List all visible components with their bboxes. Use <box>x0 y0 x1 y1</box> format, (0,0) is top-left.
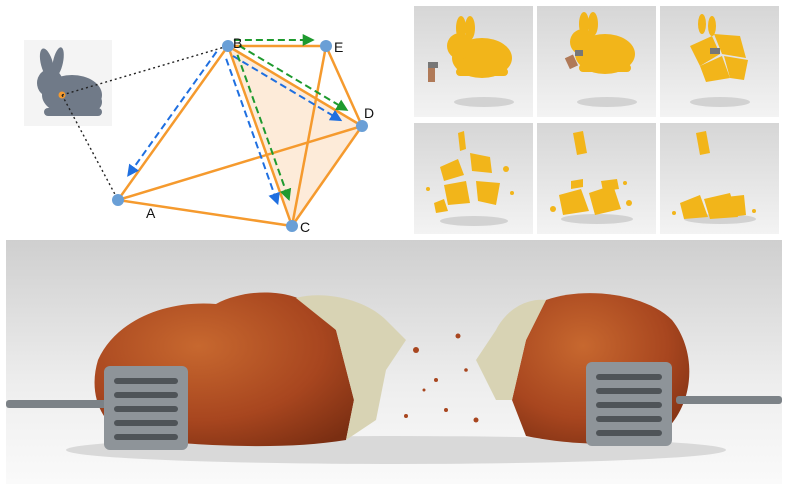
bread-tearing-render <box>6 240 782 484</box>
graph-diagram: A B C D E <box>0 0 410 238</box>
graph-svg: A B C D E <box>24 34 374 235</box>
fracture-sequence <box>414 6 786 234</box>
node-E <box>320 40 332 52</box>
edge-CE <box>290 45 328 227</box>
blue-arrow-BC <box>225 58 280 206</box>
frame-2-image <box>537 6 656 117</box>
node-label-C: C <box>300 219 310 235</box>
edge-AB <box>116 45 230 201</box>
edge-CD <box>290 125 364 227</box>
frame-6 <box>660 123 779 234</box>
node-D <box>356 120 368 132</box>
crumb-debris <box>404 333 479 423</box>
frame-3-image <box>660 6 779 117</box>
blue-arrow-BA <box>127 51 218 177</box>
node-label-B: B <box>233 35 242 51</box>
edge-ED <box>324 45 364 127</box>
node-label-E: E <box>334 39 343 55</box>
node-label-A: A <box>146 205 156 221</box>
node-B <box>222 40 234 52</box>
node-label-D: D <box>364 105 374 121</box>
connector-line-b <box>61 45 229 96</box>
edge-AC <box>117 198 293 228</box>
green-arrow-BC <box>236 54 292 202</box>
green-arrow-BD <box>238 44 349 111</box>
frame-3 <box>660 6 779 117</box>
node-C <box>286 220 298 232</box>
bread-image <box>6 240 782 484</box>
frame-4-image <box>414 123 533 234</box>
left-spatula <box>6 366 188 450</box>
right-spatula <box>586 362 782 446</box>
frame-6-image <box>660 123 779 234</box>
graph-labels: A B C D E <box>146 35 374 235</box>
graph-faces <box>228 46 362 226</box>
frame-2 <box>537 6 656 117</box>
bunny-thumbnail <box>24 40 112 126</box>
frame-5-image <box>537 123 656 234</box>
edge-AD <box>117 124 363 202</box>
frame-4 <box>414 123 533 234</box>
hammer-icon <box>428 62 438 68</box>
graph-nodes <box>112 40 368 232</box>
node-A <box>112 194 124 206</box>
blue-arrow-BD <box>232 55 343 122</box>
highlighted-face <box>228 46 362 226</box>
bread-right-crumb <box>476 299 546 400</box>
frame-5 <box>537 123 656 234</box>
frame-1-image <box>414 6 533 117</box>
bread-left-crumb <box>296 295 406 440</box>
frame-1 <box>414 6 533 117</box>
graph-arrows <box>127 34 349 206</box>
